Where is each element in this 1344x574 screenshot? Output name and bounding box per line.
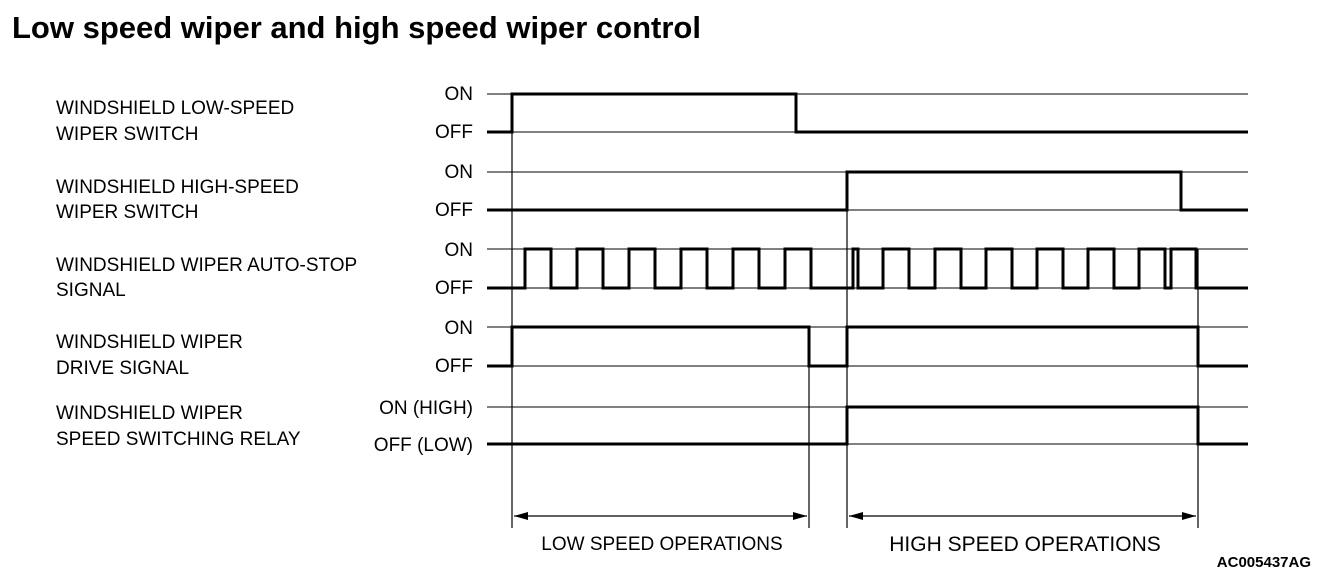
auto-stop-on-state: ON [445, 240, 474, 261]
low-speed-operations-label: LOW SPEED OPERATIONS [541, 534, 782, 555]
auto-stop-signal-label-line2: SIGNAL [56, 280, 126, 301]
reference-lines [487, 93, 1248, 445]
speed-relay-label-line1: WINDSHIELD WIPER [56, 403, 243, 424]
auto-stop-off-state: OFF [435, 278, 473, 299]
drive-signal-on-state: ON [445, 318, 474, 339]
high-speed-switch-label-line2: WIPER SWITCH [56, 202, 199, 223]
high-speed-switch-waveform [487, 170, 1248, 212]
drive-signal-off-state: OFF [435, 356, 473, 377]
drive-signal-label-line2: DRIVE SIGNAL [56, 358, 189, 379]
low-speed-range-arrow [514, 512, 807, 520]
high-speed-range-arrow [849, 512, 1196, 520]
drive-signal-label-line1: WINDSHIELD WIPER [56, 332, 243, 353]
low-speed-switch-on-state: ON [445, 84, 474, 105]
speed-relay-on-state: ON (HIGH) [379, 398, 473, 419]
drive-signal-waveform [487, 325, 1248, 368]
low-speed-switch-off-state: OFF [435, 122, 473, 143]
speed-relay-label-line2: SPEED SWITCHING RELAY [56, 429, 301, 450]
low-speed-switch-waveform [487, 92, 1248, 134]
figure-code: AC005437AG [1217, 554, 1311, 571]
high-speed-switch-on-state: ON [445, 162, 474, 183]
page-title: Low speed wiper and high speed wiper con… [12, 10, 701, 45]
high-speed-switch-off-state: OFF [435, 200, 473, 221]
auto-stop-signal-label-line1: WINDSHIELD WIPER AUTO-STOP [56, 255, 357, 276]
high-speed-operations-label: HIGH SPEED OPERATIONS [889, 533, 1161, 556]
speed-relay-waveform [487, 405, 1248, 446]
auto-stop-signal-waveform [487, 247, 1248, 290]
low-speed-switch-label-line1: WINDSHIELD LOW-SPEED [56, 98, 294, 119]
speed-relay-off-state: OFF (LOW) [374, 435, 473, 456]
low-speed-switch-label-line2: WIPER SWITCH [56, 124, 199, 145]
high-speed-switch-label-line1: WINDSHIELD HIGH-SPEED [56, 177, 299, 198]
